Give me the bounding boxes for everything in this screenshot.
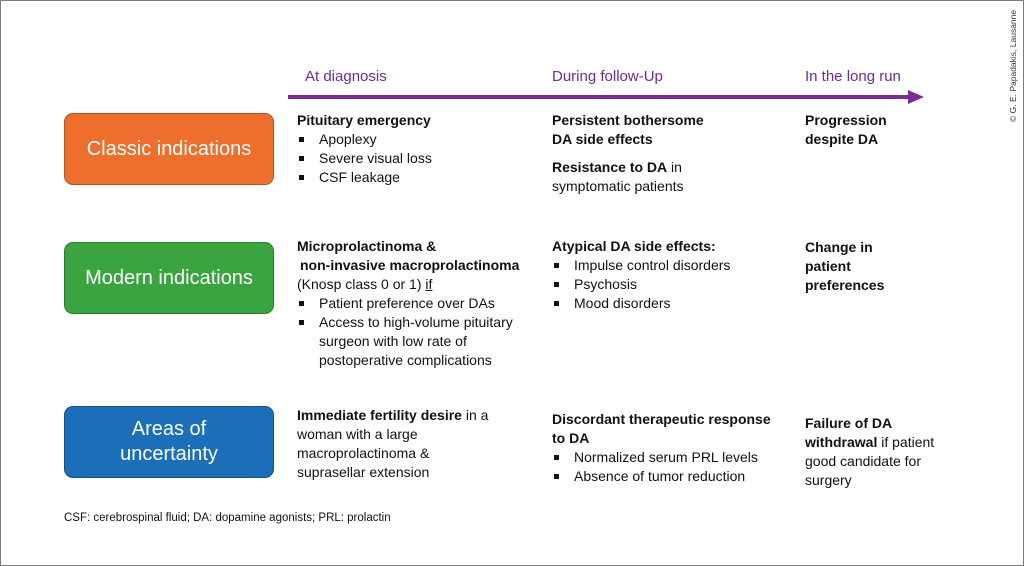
areas-of-uncertainty-box: Areas of uncertainty <box>64 406 274 478</box>
copyright-note: © G. E. Papadakis, Lausanne <box>1008 9 1018 122</box>
list-item: Absence of tumor reduction <box>552 467 771 486</box>
list-item: Access to high-volume pituitary surgeon … <box>297 313 519 370</box>
classic-indications-label: Classic indications <box>86 137 252 160</box>
uncertainty-label-line1: Areas of <box>131 418 207 440</box>
list-item: Apoplexy <box>297 130 432 149</box>
modern-indications-box: Modern indications <box>64 242 274 314</box>
list-item: Normalized serum PRL levels <box>552 448 771 467</box>
abbreviations-footnote: CSF: cerebrospinal fluid; DA: dopamine a… <box>64 512 391 524</box>
classic-follow-up-cell: Persistent bothersome DA side effects Re… <box>552 112 704 194</box>
modern-indications-label: Modern indications <box>85 266 253 289</box>
phase-long-run: In the long run <box>805 68 901 85</box>
modern-long-run-cell: Change in patient preferences <box>805 239 885 293</box>
list-item: Psychosis <box>552 275 730 294</box>
uncertainty-long-run-cell: Failure of DA withdrawal if patient good… <box>805 415 935 488</box>
modern-diagnosis-cell: Microprolactinoma & non-invasive macropr… <box>297 238 520 370</box>
phase-during-follow-up: During follow-Up <box>552 68 663 85</box>
classic-diagnosis-cell: Pituitary emergency Apoplexy Severe visu… <box>297 111 432 187</box>
pituitary-emergency-title: Pituitary emergency <box>297 112 431 128</box>
list-item: CSF leakage <box>297 168 432 187</box>
phase-at-diagnosis: At diagnosis <box>305 68 387 85</box>
list-item: Severe visual loss <box>297 149 432 168</box>
list-item: Patient preference over DAs <box>297 294 519 313</box>
uncertainty-diagnosis-cell: Immediate fertility desire in a woman wi… <box>297 407 489 480</box>
classic-long-run-cell: Progression despite DA <box>805 112 887 147</box>
classic-indications-box: Classic indications <box>64 113 274 185</box>
list-item: Mood disorders <box>552 294 730 313</box>
modern-follow-up-cell: Atypical DA side effects: Impulse contro… <box>552 238 731 313</box>
uncertainty-label-line2: uncertainty <box>120 443 218 465</box>
uncertainty-follow-up-cell: Discordant therapeutic response to DA No… <box>552 411 771 486</box>
list-item: Impulse control disorders <box>552 256 730 275</box>
timeline-arrow <box>288 90 924 104</box>
